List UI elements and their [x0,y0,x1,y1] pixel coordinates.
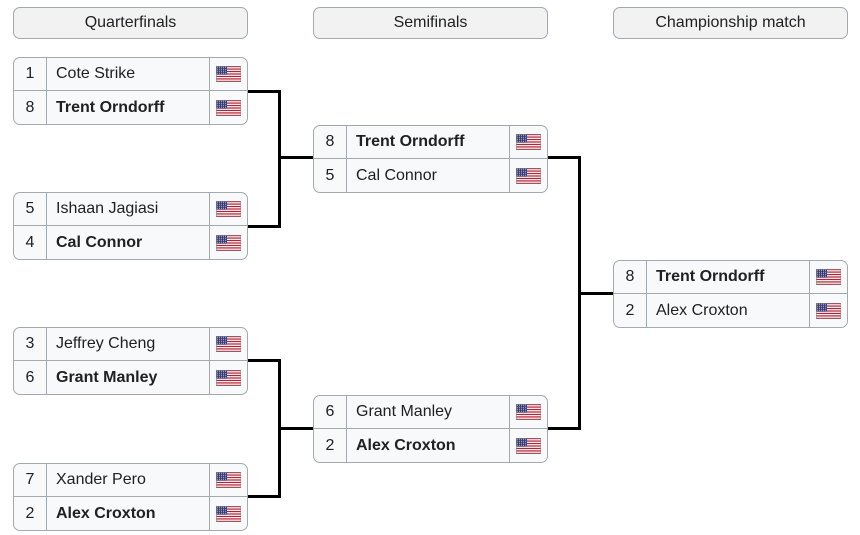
competitor-name: Trent Orndorff [656,268,765,285]
competitor-name: Alex Croxton [56,504,156,522]
seed: 6 [314,396,347,428]
us-flag-icon [209,464,247,496]
competitor-name: Cote Strike [56,65,136,82]
seed: 4 [14,226,47,259]
us-flag-icon [209,193,247,225]
seed: 8 [14,91,47,124]
us-flag-icon [509,159,547,192]
round-header-quarterfinals: Quarterfinals [13,7,248,39]
competitor-name: Grant Manley [56,368,158,386]
qf4-competitor-1: 7 Xander Pero [13,463,248,497]
us-flag-icon [209,58,247,90]
competitor-name: Alex Croxton [356,436,456,454]
qf2-competitor-1: 5 Ishaan Jagiasi [13,192,248,226]
round-title: Quarterfinals [84,14,177,31]
qf1-competitor-1: 1 Cote Strike [13,57,248,91]
final-competitor-1: 8 Trent Orndorff [613,260,848,294]
competitor-name: Cal Connor [356,166,437,184]
seed: 5 [314,159,347,192]
competitor-name: Trent Orndorff [56,98,165,116]
sf1-competitor-1: 8 Trent Orndorff [313,125,548,159]
us-flag-icon [809,261,847,293]
round-title: Championship match [655,14,806,31]
us-flag-icon [809,294,847,327]
connector-line [548,427,581,430]
competitor-name: Jeffrey Cheng [56,335,156,352]
connector-line [248,225,281,228]
connector-line [278,156,313,159]
seed: 5 [14,193,47,225]
sf2-competitor-2: 2 Alex Croxton [313,429,548,463]
final-competitor-2: 2 Alex Croxton [613,294,848,328]
connector-line [278,90,281,228]
seed: 2 [314,429,347,462]
competitor-name: Xander Pero [56,471,146,488]
round-header-championship: Championship match [613,7,848,39]
seed: 2 [14,497,47,530]
competitor-name: Grant Manley [356,403,453,420]
us-flag-icon [209,328,247,360]
qf3-competitor-2: 6 Grant Manley [13,361,248,395]
us-flag-icon [209,91,247,124]
seed: 8 [614,261,647,293]
connector-line [578,292,613,295]
sf1-competitor-2: 5 Cal Connor [313,159,548,193]
connector-line [248,359,281,362]
sf2-competitor-1: 6 Grant Manley [313,395,548,429]
seed: 1 [14,58,47,90]
qf1-competitor-2: 8 Trent Orndorff [13,91,248,125]
us-flag-icon [209,226,247,259]
competitor-name: Ishaan Jagiasi [56,200,159,217]
round-header-semifinals: Semifinals [313,7,548,39]
seed: 7 [14,464,47,496]
us-flag-icon [209,497,247,530]
connector-line [278,427,313,430]
us-flag-icon [509,396,547,428]
seed: 3 [14,328,47,360]
qf4-competitor-2: 2 Alex Croxton [13,497,248,531]
qf2-competitor-2: 4 Cal Connor [13,226,248,260]
round-title: Semifinals [393,14,468,31]
competitor-name: Cal Connor [56,233,143,251]
competitor-name: Trent Orndorff [356,133,465,150]
qf3-competitor-1: 3 Jeffrey Cheng [13,327,248,361]
seed: 8 [314,126,347,158]
competitor-name: Alex Croxton [656,301,748,319]
us-flag-icon [509,429,547,462]
seed: 2 [614,294,647,327]
connector-line [248,90,281,93]
us-flag-icon [509,126,547,158]
us-flag-icon [209,361,247,394]
connector-line [248,495,281,498]
connector-line [548,156,581,159]
seed: 6 [14,361,47,394]
